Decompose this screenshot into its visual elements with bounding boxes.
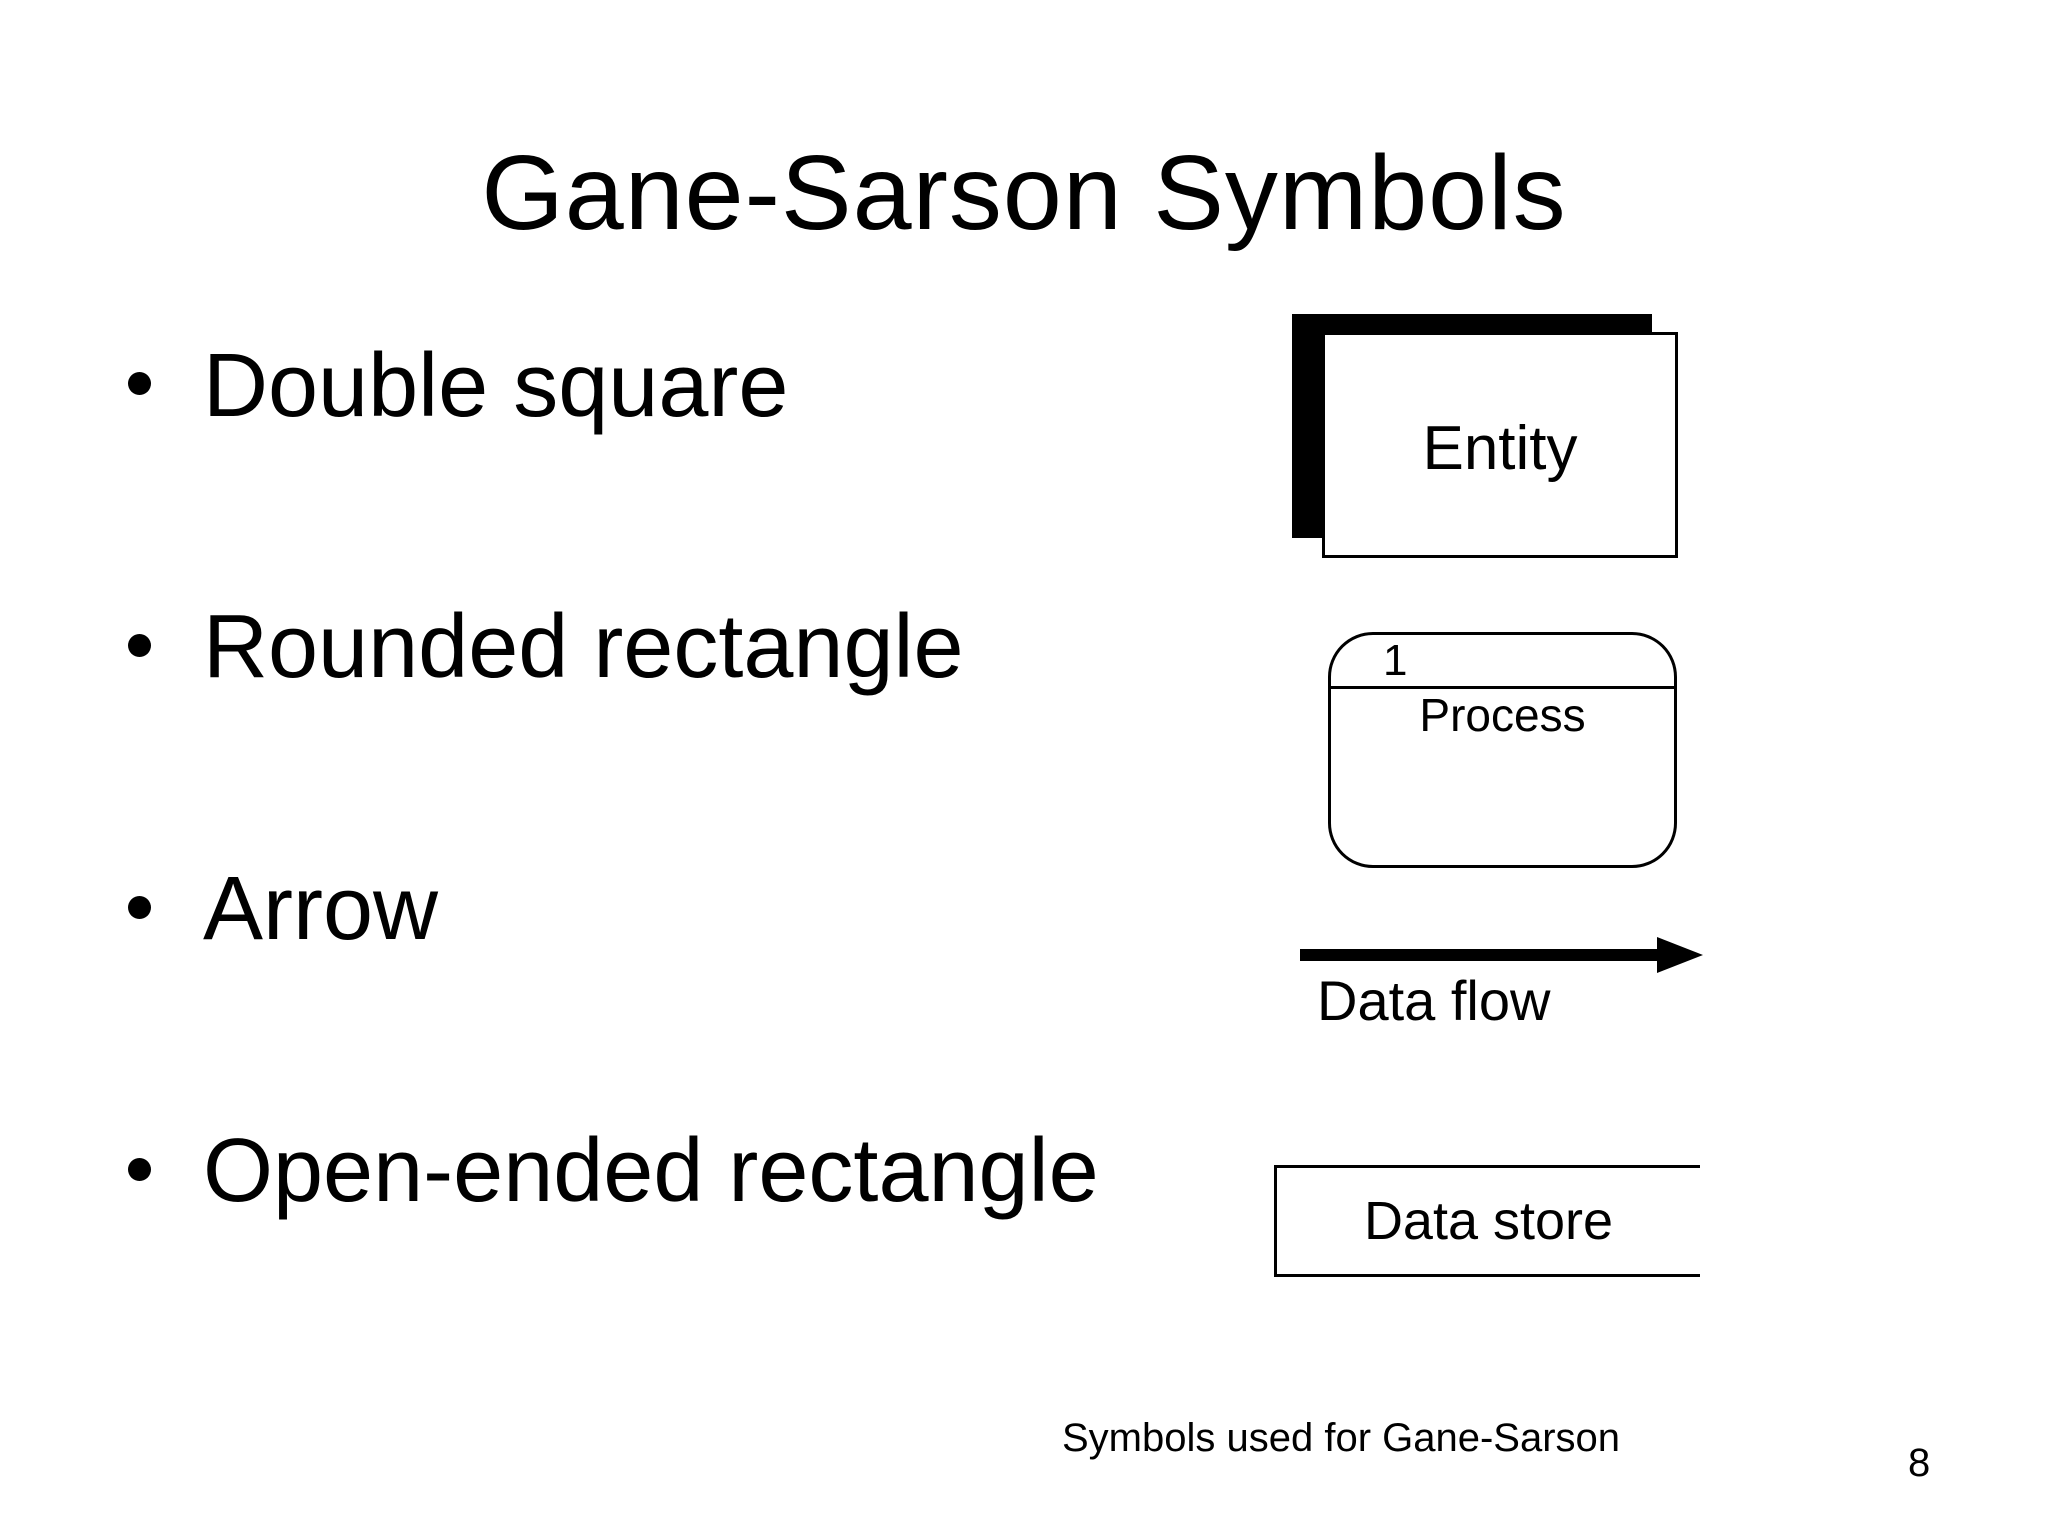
data-store-symbol: Data store: [1274, 1165, 1700, 1277]
bullet-item-open-ended-rectangle: Open-ended rectangle: [203, 1121, 1099, 1221]
process-header-band: 1: [1331, 635, 1674, 689]
bullet-dot: [128, 372, 151, 395]
process-label: Process: [1419, 689, 1586, 741]
bullet-item-rounded-rectangle: Rounded rectangle: [203, 597, 964, 697]
bullet-dot: [128, 634, 151, 657]
entity-symbol: Entity: [1322, 332, 1678, 558]
process-number: 1: [1383, 635, 1408, 685]
process-body: Process: [1331, 689, 1674, 738]
slide-caption: Symbols used for Gane-Sarson: [1062, 1416, 1621, 1460]
bullet-dot: [128, 1158, 151, 1181]
bullet-dot: [128, 896, 151, 919]
slide-title: Gane-Sarson Symbols: [481, 134, 1567, 252]
bullet-item-double-square: Double square: [203, 336, 789, 436]
bullet-item-arrow: Arrow: [203, 859, 439, 959]
data-store-label: Data store: [1363, 1191, 1614, 1251]
process-symbol: 1 Process: [1328, 632, 1677, 868]
data-flow-arrow-shaft: [1300, 949, 1658, 961]
data-flow-label: Data flow: [1317, 969, 1551, 1032]
entity-label: Entity: [1422, 414, 1578, 483]
data-flow-arrowhead-icon: [1657, 937, 1703, 973]
page-number: 8: [1908, 1441, 1931, 1485]
